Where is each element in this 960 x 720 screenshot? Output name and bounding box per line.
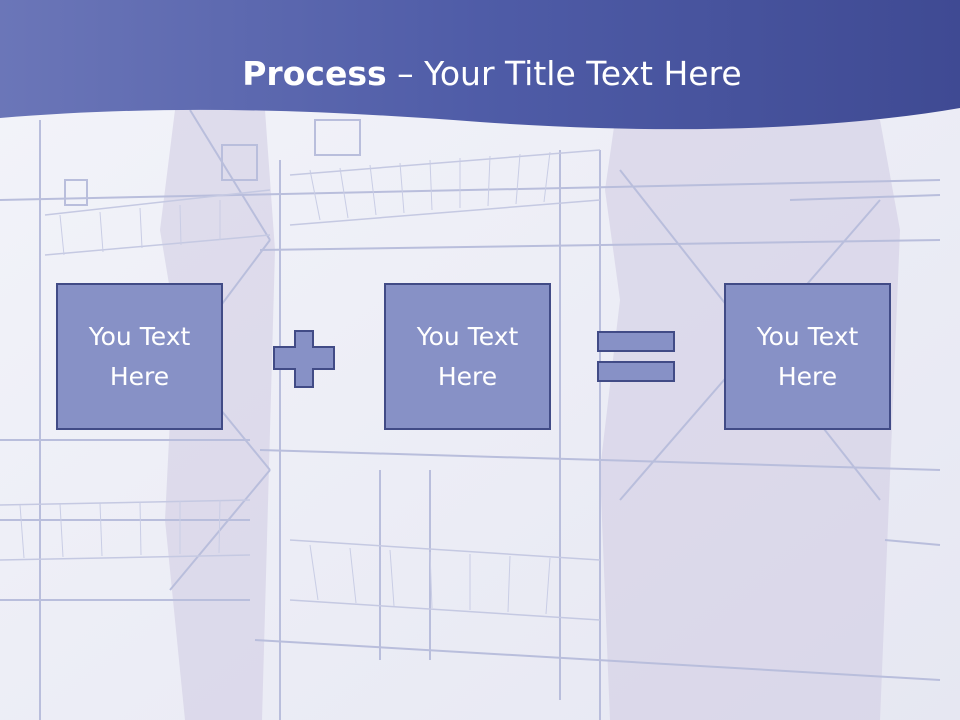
text-box-3[interactable]: You Text Here xyxy=(724,283,891,430)
title-bold: Process xyxy=(242,54,387,93)
plus-icon xyxy=(273,330,335,388)
text-box-2[interactable]: You Text Here xyxy=(384,283,551,430)
text-box-1[interactable]: You Text Here xyxy=(56,283,223,430)
equals-icon xyxy=(597,331,675,382)
text-box-3-label: You Text Here xyxy=(756,321,859,391)
text-box-1-label: You Text Here xyxy=(88,321,191,391)
slide-title: Process – Your Title Text Here xyxy=(0,54,960,93)
text-box-2-label: You Text Here xyxy=(416,321,519,391)
title-rest: – Your Title Text Here xyxy=(386,54,742,93)
header-band xyxy=(0,0,960,130)
